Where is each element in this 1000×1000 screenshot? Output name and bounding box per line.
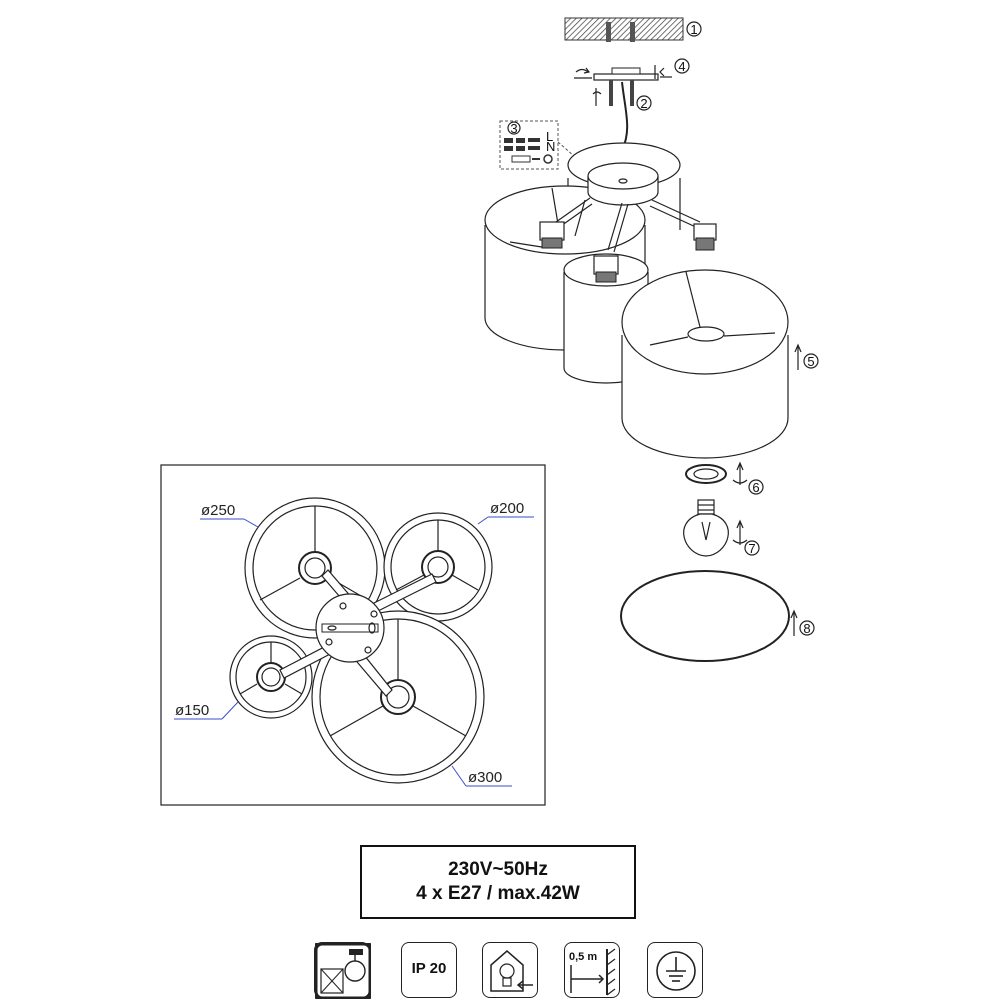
- exploded-view: 5 6 7 8: [484, 142, 819, 662]
- socket: [539, 221, 717, 251]
- protective-earth-icon: [647, 942, 703, 998]
- dimension-300: ø300: [451, 765, 512, 787]
- wall-plug: [606, 22, 635, 42]
- shade-right: [621, 269, 789, 459]
- dimension-150: ø150: [174, 701, 239, 720]
- top-view: ø250 ø200 ø150 ø300: [160, 464, 546, 806]
- svg-text:ø250: ø250: [201, 502, 235, 519]
- wiring-detail: 3 L N: [499, 120, 591, 171]
- callout-5: 5: [807, 354, 814, 369]
- callout-3: 3: [510, 121, 517, 136]
- callout-7: 7: [748, 541, 755, 556]
- top-view-arms: [279, 569, 437, 697]
- earth-terminal-icon: [543, 154, 553, 164]
- shade-150-top: [229, 635, 313, 719]
- callout-2: 2: [640, 96, 647, 111]
- wire-live-label: L: [546, 129, 553, 144]
- shade-200-top: [383, 512, 493, 622]
- min-distance-icon: 0,5 m: [564, 942, 620, 998]
- callout-4: 4: [678, 59, 685, 74]
- svg-text:ø200: ø200: [490, 500, 524, 517]
- canopy: [587, 162, 659, 206]
- svg-text:ø150: ø150: [175, 702, 209, 719]
- fixing-ring: [685, 464, 727, 484]
- top-view-frame: [160, 464, 546, 806]
- top-view-canopy: [315, 593, 385, 663]
- wire-neutral-label: N: [546, 139, 555, 154]
- distance-label: 0,5 m: [569, 951, 597, 963]
- energy-bulb-house-icon: [482, 942, 538, 998]
- voltage-spec: 230V~50Hz: [448, 859, 548, 880]
- spec-box: 230V~50Hz 4 x E27 / max.42W: [360, 845, 636, 919]
- callout-1: 1: [690, 22, 697, 37]
- ip-rating-label: IP 20: [411, 960, 447, 977]
- bottom-diffuser: [620, 570, 790, 662]
- side-screw-left: [574, 67, 602, 106]
- ip-rating-icon: IP 20: [401, 942, 457, 998]
- bulb-spec: 4 x E27 / max.42W: [416, 883, 580, 904]
- callout-6: 6: [752, 480, 759, 495]
- svg-text:ø300: ø300: [468, 769, 502, 786]
- screw: [609, 80, 634, 106]
- light-bulb-icon: [683, 499, 729, 557]
- dimension-200: ø200: [477, 500, 534, 525]
- mounting-bracket: [593, 73, 659, 81]
- dimension-250: ø250: [200, 502, 259, 528]
- callout-8: 8: [803, 621, 810, 636]
- not-for-covering-icon: [314, 942, 371, 999]
- ceiling-surface: [564, 17, 684, 41]
- side-screw-right: [654, 65, 672, 79]
